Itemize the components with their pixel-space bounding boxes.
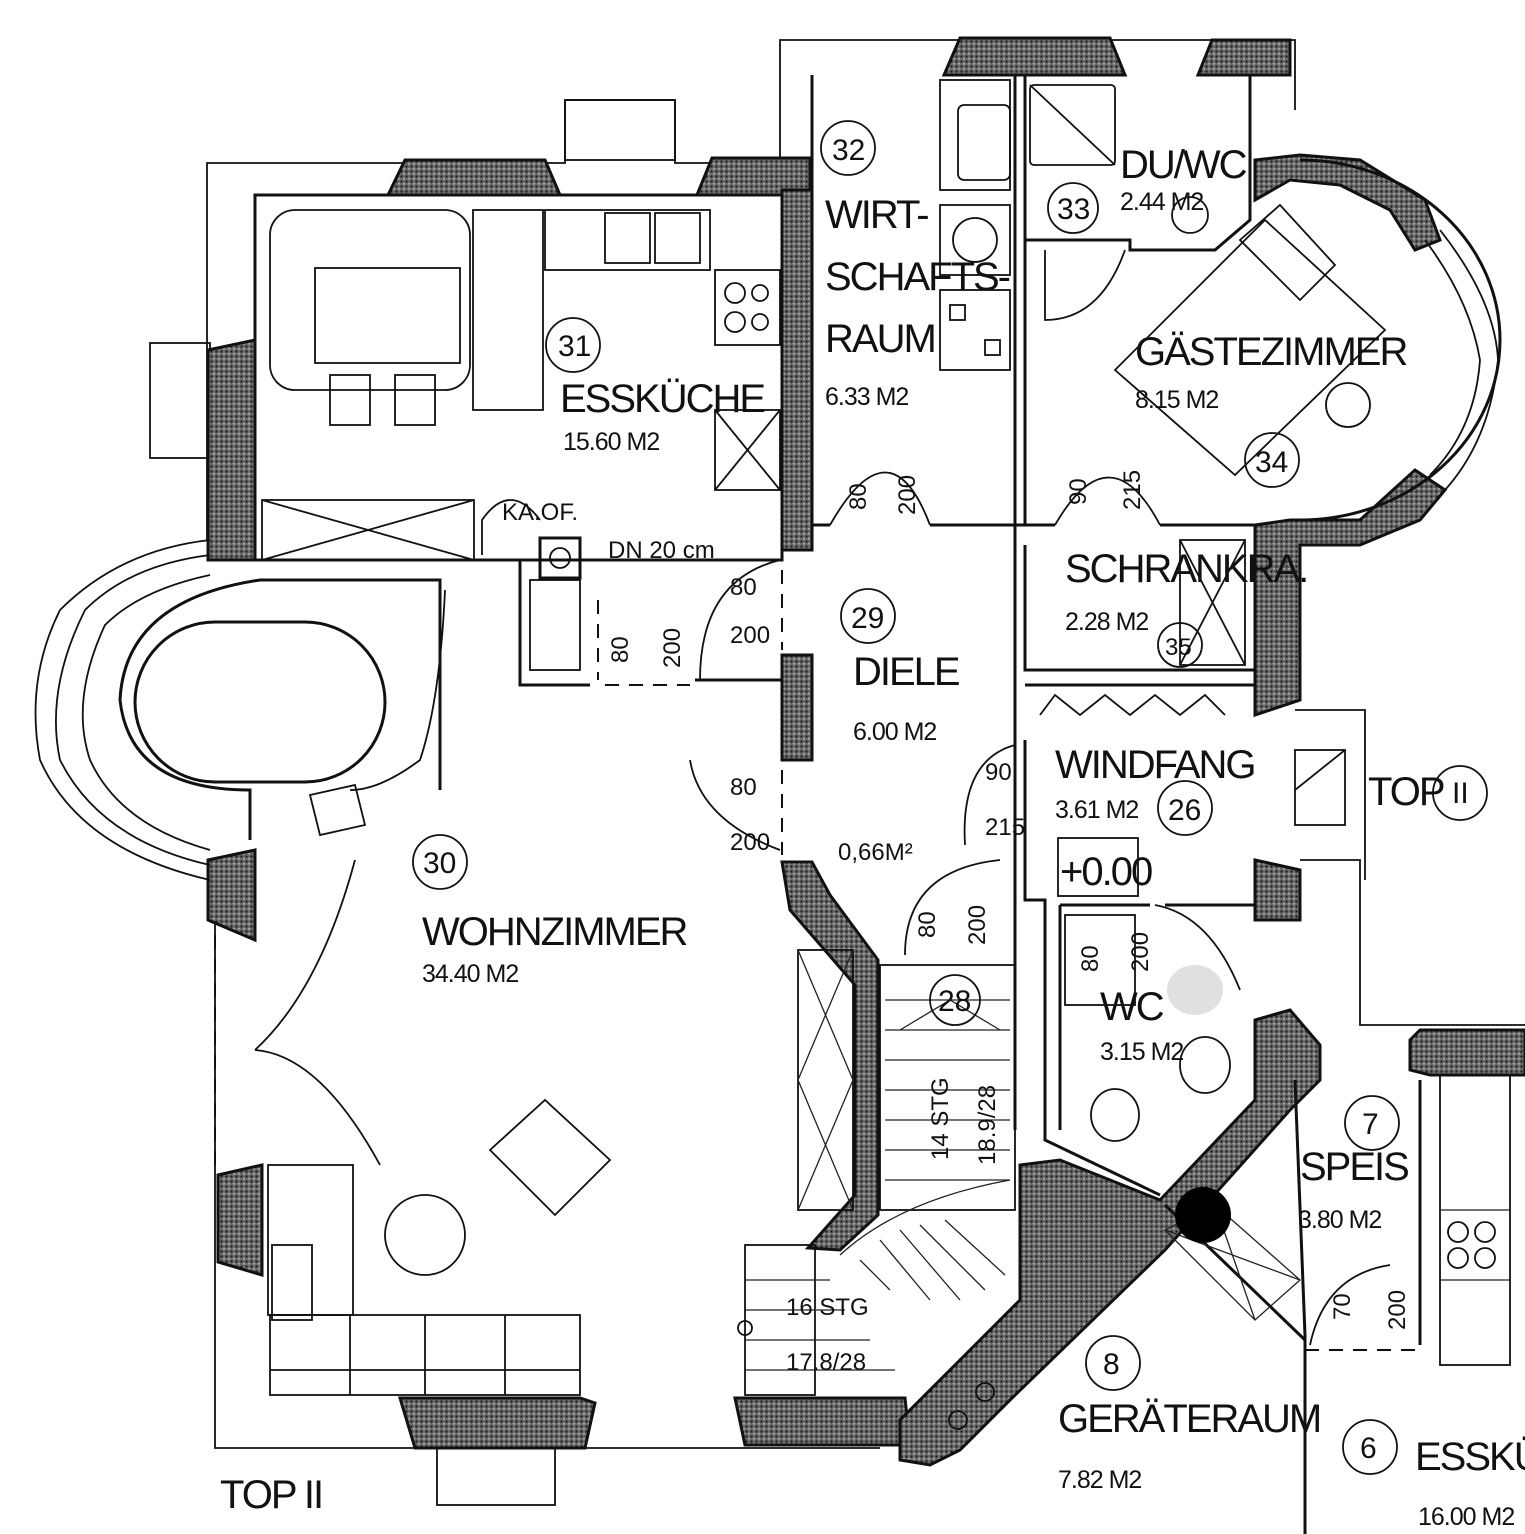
room-number-35: 35 xyxy=(1165,634,1192,661)
room-area-speis: 3.80 M2 xyxy=(1298,1206,1381,1234)
room-number-28: 28 xyxy=(938,985,971,1018)
top-right-label: TOP xyxy=(1368,770,1444,814)
dim-90: 90 xyxy=(985,759,1012,786)
room-name-gaestezimmer: GÄSTEZIMMER xyxy=(1135,330,1407,374)
room-name-diele: DIELE xyxy=(853,650,959,694)
room-name-schrankraum: SCHRANKRA. xyxy=(1065,547,1307,591)
room-number-7: 7 xyxy=(1362,1108,1379,1141)
room-name-speis: SPEIS xyxy=(1300,1145,1408,1189)
room-number-32: 32 xyxy=(832,134,865,167)
room-area-geraeteraum: 7.82 M2 xyxy=(1058,1466,1141,1494)
dim-200: 200 xyxy=(659,628,686,668)
dim-80: 80 xyxy=(607,636,634,663)
dim-200: 200 xyxy=(730,829,770,856)
top-left-label: TOP II xyxy=(220,1473,322,1517)
dim-80: 80 xyxy=(730,574,757,601)
stair-lower-steps: 16 STG xyxy=(786,1294,869,1321)
chimney-label: DN 20 cm xyxy=(608,537,715,564)
wc-fixtures xyxy=(1064,914,1231,1142)
room-number-8: 8 xyxy=(1103,1348,1120,1381)
dim-90: 90 xyxy=(1065,478,1092,505)
level-marker: +0.00 xyxy=(1060,850,1152,894)
structural-walls xyxy=(206,36,1525,1467)
room-name-wirtschaft-3: RAUM xyxy=(825,317,935,361)
stair-upper-ratio: 18.9/28 xyxy=(974,1085,1001,1165)
utility-furniture xyxy=(939,79,1209,371)
room-number-33: 33 xyxy=(1057,193,1090,226)
room-area-duwc: 2.44 M2 xyxy=(1120,188,1203,216)
room-area-diele: 6.00 M2 xyxy=(853,718,936,746)
room-name-duwc: DU/WC xyxy=(1120,143,1247,187)
room-number-31: 31 xyxy=(558,330,591,363)
room-area-esskueche: 15.60 M2 xyxy=(563,428,659,456)
dim-215: 215 xyxy=(985,814,1025,841)
room-number-34: 34 xyxy=(1255,446,1288,479)
room-name-wirtschaft-1: WIRT- xyxy=(825,193,928,237)
door-swings xyxy=(214,471,1420,1351)
door-dimensions: 80 200 80 200 80 200 80 200 90 215 90 21… xyxy=(607,470,1411,1330)
living-furniture xyxy=(254,783,612,1396)
room-number-circles xyxy=(412,120,1488,1475)
room-name-wc: WC xyxy=(1100,985,1164,1029)
room-area-windfang: 3.61 M2 xyxy=(1055,796,1138,824)
room-area-schrankraum: 2.28 M2 xyxy=(1065,608,1148,636)
dim-200: 200 xyxy=(1384,1290,1411,1330)
dim-70: 70 xyxy=(1329,1293,1356,1320)
stair-upper-steps: 14 STG xyxy=(927,1077,954,1160)
room-labels: 31 ESSKÜCHE 15.60 M2 KA.OF. DN 20 cm 32 … xyxy=(220,134,1525,1531)
room-name-windfang: WINDFANG xyxy=(1055,743,1255,787)
guest-furniture xyxy=(1113,203,1387,477)
dim-80: 80 xyxy=(845,483,872,510)
dim-80: 80 xyxy=(914,911,941,938)
living-bay-window xyxy=(34,539,446,881)
room-name-wohnzimmer: WOHNZIMMER xyxy=(422,910,688,954)
dim-80: 80 xyxy=(730,774,757,801)
closet-entry xyxy=(1039,539,1346,897)
dim-200: 200 xyxy=(964,905,991,945)
kaof-label: KA.OF. xyxy=(502,499,578,526)
guest-bay-window xyxy=(1299,158,1502,522)
room-name-wirtschaft-2: SCHAFTS- xyxy=(825,255,1010,299)
room-name-geraeteraum: GERÄTERAUM xyxy=(1058,1397,1320,1441)
room-number-29: 29 xyxy=(851,602,884,635)
room-area-wirtschaft: 6.33 M2 xyxy=(825,383,908,411)
room-name-esskueche-right: ESSKÜCH xyxy=(1415,1435,1525,1479)
staircase xyxy=(737,949,1016,1396)
dim-200: 200 xyxy=(894,475,921,515)
room-number-30: 30 xyxy=(423,847,456,880)
interior-walls xyxy=(253,75,1422,1534)
small-area-label: 0,66M² xyxy=(838,839,913,866)
room-number-26: 26 xyxy=(1168,794,1201,827)
dim-200: 200 xyxy=(1127,932,1154,972)
pantry-furniture xyxy=(948,1074,1511,1430)
dim-200: 200 xyxy=(730,622,770,649)
room-area-gaestezimmer: 8.15 M2 xyxy=(1135,386,1218,414)
room-name-esskueche: ESSKÜCHE xyxy=(560,377,764,421)
room-area-wc: 3.15 M2 xyxy=(1100,1038,1183,1066)
stair-lower-ratio: 17.8/28 xyxy=(786,1349,866,1376)
dim-80: 80 xyxy=(1077,945,1104,972)
top-right-number: II xyxy=(1452,777,1469,810)
room-area-wohnzimmer: 34.40 M2 xyxy=(422,960,518,988)
room-area-esskueche-right: 16.00 M2 xyxy=(1418,1503,1514,1531)
kitchen-furniture xyxy=(261,209,781,671)
dim-215: 215 xyxy=(1119,470,1146,510)
room-number-6: 6 xyxy=(1360,1432,1377,1465)
